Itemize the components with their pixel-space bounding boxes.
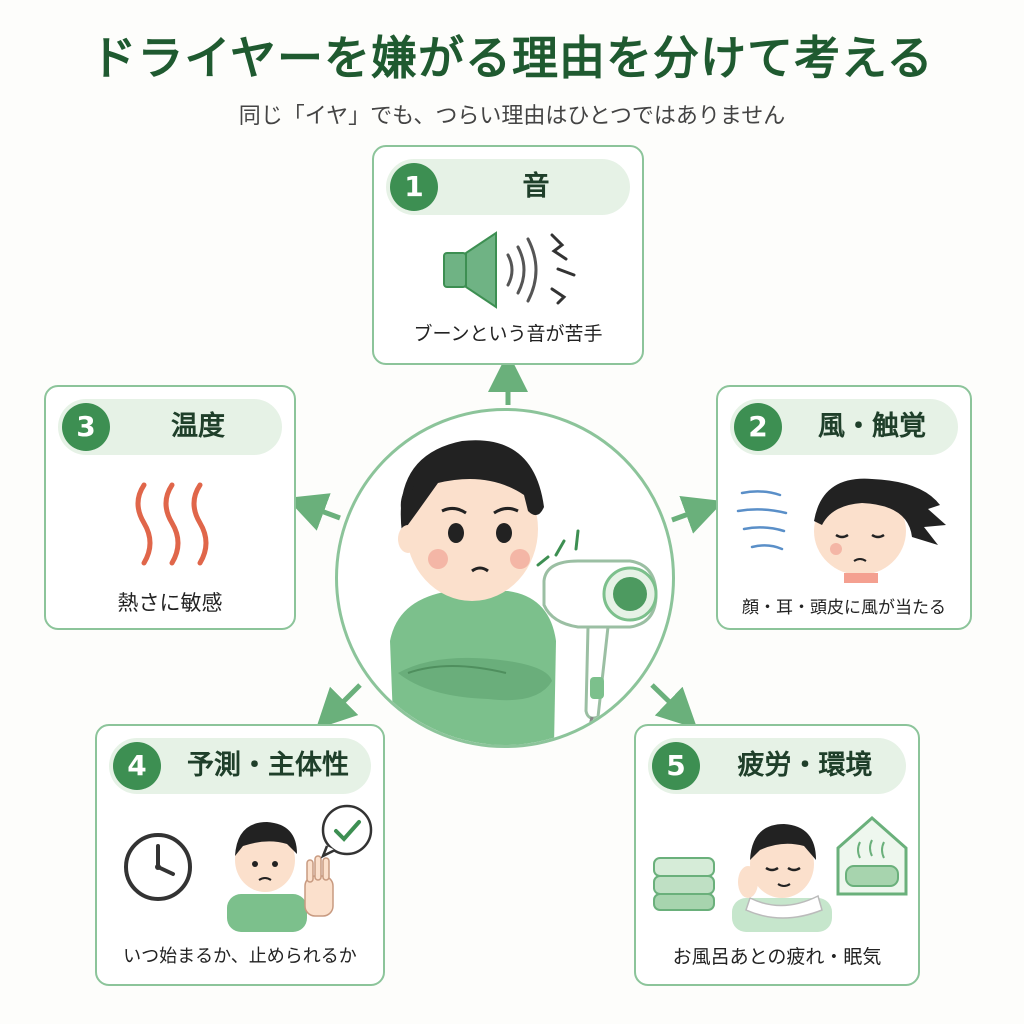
child-stop-hand-icon bbox=[227, 804, 373, 932]
reason-caption: 熱さに敏感 bbox=[117, 591, 223, 615]
reason-header: 2 風・触覚 bbox=[730, 399, 958, 455]
reason-label: 疲労・環境 bbox=[737, 750, 873, 781]
child-with-hairdryer-icon bbox=[390, 440, 658, 745]
reason-card-wind-touch: 2 風・触覚 顔・耳・頭皮に風が当たる bbox=[716, 385, 972, 630]
reason-caption: ブーンという音が苦手 bbox=[413, 323, 603, 345]
reason-label: 音 bbox=[522, 171, 550, 202]
clock-icon bbox=[124, 833, 192, 901]
arrow-to-temperature bbox=[286, 493, 341, 531]
reason-card-sound: 1 音 ブーンという音が苦手 bbox=[372, 145, 644, 365]
arrow-to-prediction bbox=[315, 683, 362, 730]
arrow-to-wind bbox=[671, 496, 724, 534]
reason-header: 3 温度 bbox=[58, 399, 282, 455]
hair-dryer bbox=[536, 529, 658, 745]
reason-card-prediction-autonomy: 4 予測・主体性 いつ始まるか、止められるか bbox=[95, 724, 385, 986]
arrow-to-fatigue bbox=[650, 683, 698, 729]
reason-caption: いつ始まるか、止められるか bbox=[123, 946, 357, 967]
reason-number-badge: 1 bbox=[390, 163, 438, 211]
wind-face-icon bbox=[736, 478, 946, 583]
reason-number-badge: 2 bbox=[734, 403, 782, 451]
reason-number-badge: 4 bbox=[113, 742, 161, 790]
reason-header: 5 疲労・環境 bbox=[648, 738, 906, 794]
reason-header: 4 予測・主体性 bbox=[109, 738, 371, 794]
reason-label: 温度 bbox=[171, 411, 225, 442]
heat-waves-icon bbox=[135, 482, 209, 566]
reason-caption: お風呂あとの疲れ・眠気 bbox=[672, 946, 882, 968]
center-illustration bbox=[335, 408, 675, 748]
reason-number-badge: 5 bbox=[652, 742, 700, 790]
reason-number-badge: 3 bbox=[62, 403, 110, 451]
reason-header: 1 音 bbox=[386, 159, 630, 215]
reason-label: 風・触覚 bbox=[818, 411, 926, 442]
speaker-icon bbox=[443, 231, 576, 309]
page-title: ドライヤーを嫌がる理由を分けて考える bbox=[90, 31, 934, 85]
reason-card-temperature: 3 温度 熱さに敏感 bbox=[44, 385, 296, 630]
page-subtitle: 同じ「イヤ」でも、つらい理由はひとつではありません bbox=[238, 104, 786, 129]
reason-caption: 顔・耳・頭皮に風が当たる bbox=[742, 598, 946, 618]
reason-card-fatigue-environment: 5 疲労・環境 お風呂あとの疲れ・眠気 bbox=[634, 724, 920, 986]
towel-bath-icon bbox=[653, 815, 908, 932]
reason-label: 予測・主体性 bbox=[187, 750, 349, 781]
